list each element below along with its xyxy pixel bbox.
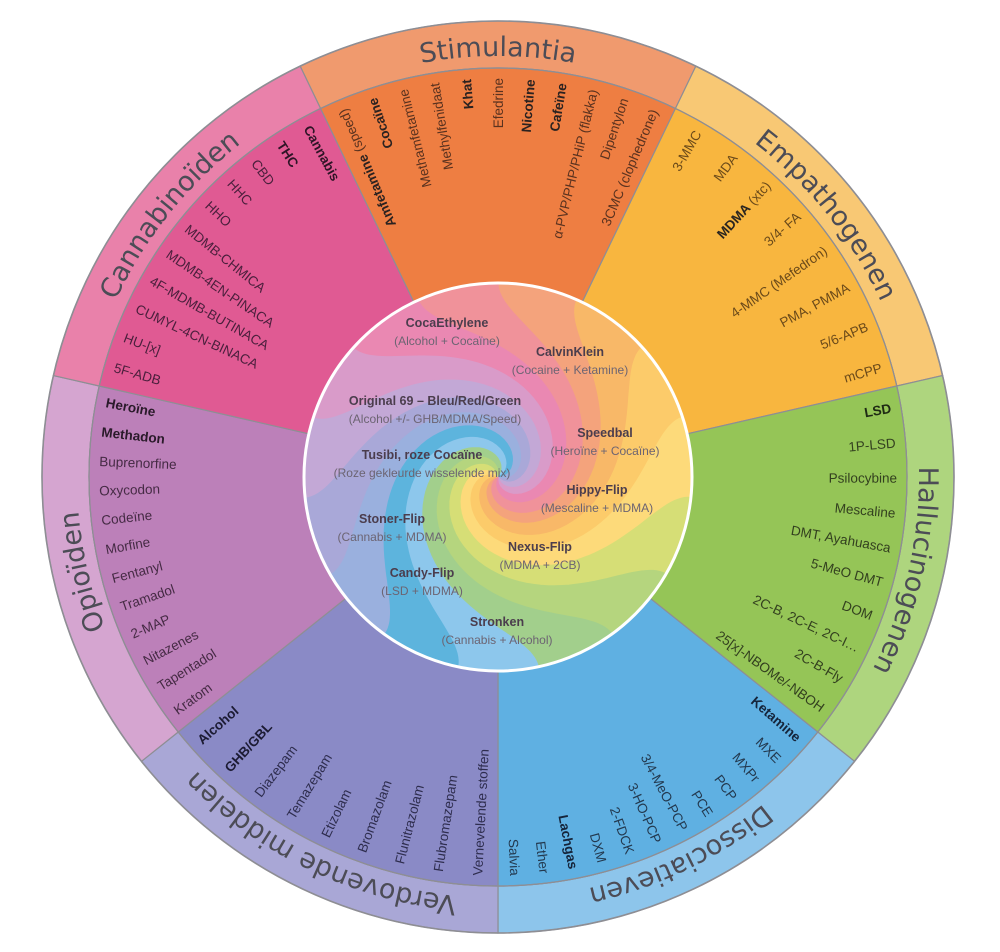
substance-item: Psilocybine [829, 470, 897, 485]
substance-item: LSD [863, 400, 892, 420]
substance-item: Khat [458, 78, 475, 110]
combination: Original 69 – Bleu/Red/Green (Alcohol +/-… [349, 394, 521, 426]
substance-item: Nicotine [518, 78, 537, 133]
substance-item: Methadon [101, 424, 166, 446]
combination-name: Stoner-Flip [359, 512, 425, 526]
inner-circle-border [302, 281, 694, 673]
combination-components: (Mescaline + MDMA) [541, 501, 653, 515]
substance-item: Ether [533, 840, 552, 874]
combination-components: (LSD + MDMA) [381, 584, 463, 598]
combination-name: Nexus-Flip [508, 540, 572, 554]
substance-name: Efedrine [491, 78, 506, 128]
combination: Stronken (Cannabis + Alcohol) [441, 615, 552, 647]
substance-name-bold: LSD [863, 400, 892, 420]
substance-item: Efedrine [491, 78, 506, 128]
substance-item: Buprenorfine [99, 453, 177, 471]
substance-item: Codeïne [101, 507, 153, 527]
substance-name: Ether [533, 840, 552, 874]
combination-components: (Roze gekleurde wisselende mix) [334, 466, 511, 480]
segment-dissociatieven: DissociatievenKetamineMXEMXPrPCPPCE3/4-M… [497, 593, 856, 934]
combination-name: CalvinKlein [536, 345, 604, 359]
combination-name: Hippy-Flip [566, 483, 627, 497]
combination-components: (Alcohol +/- GHB/MDMA/Speed) [349, 412, 521, 426]
combination-components: (Cannabis + Alcohol) [441, 633, 552, 647]
combination-components: (Heroïne + Cocaïne) [550, 444, 659, 458]
segment-hallucinogenen: HallucinogenenLSD1P-LSDPsilocybineMescal… [644, 374, 955, 763]
combination-components: (Cannabis + MDMA) [337, 530, 446, 544]
combination-name: Speedbal [577, 426, 633, 440]
combination-components: (Alcohol + Cocaïne) [394, 334, 500, 348]
combination: CocaEthylene (Alcohol + Cocaïne) [394, 316, 500, 348]
substance-name: Salvia [506, 839, 523, 877]
outer-ring [41, 20, 955, 934]
combination-name: Original 69 – Bleu/Red/Green [349, 394, 521, 408]
substance-item: Salvia [506, 839, 523, 877]
substance-name: Mescaline [834, 500, 896, 520]
substance-name: Codeïne [101, 507, 153, 527]
combination: Nexus-Flip (MDMA + 2CB) [499, 540, 580, 572]
combination: Hippy-Flip (Mescaline + MDMA) [541, 483, 653, 515]
substance-item: Oxycodon [99, 481, 160, 498]
combination: Stoner-Flip (Cannabis + MDMA) [337, 512, 446, 544]
combination-name: Stronken [470, 615, 524, 629]
substance-name: 1P-LSD [848, 435, 897, 454]
substance-name-bold: Khat [458, 78, 475, 110]
combination-components: (MDMA + 2CB) [499, 558, 580, 572]
substance-item: Mescaline [834, 500, 896, 520]
combination: Tusibi, roze Cocaïne (Roze gekleurde wiss… [334, 448, 511, 480]
band-divider-ring [88, 67, 908, 887]
combination: Candy-Flip (LSD + MDMA) [381, 566, 463, 598]
combination-name: Candy-Flip [390, 566, 455, 580]
combination: CalvinKlein (Cocaine + Ketamine) [512, 345, 628, 377]
substance-name: Psilocybine [829, 470, 897, 485]
combination: Speedbal (Heroïne + Cocaïne) [550, 426, 659, 458]
substance-name: Buprenorfine [99, 453, 177, 471]
substance-name: Vernevelende stoffen [470, 749, 492, 876]
substance-name-bold: Nicotine [518, 78, 537, 133]
substance-name-bold: Methadon [101, 424, 166, 446]
combination-swirl [304, 283, 692, 671]
substance-item: 1P-LSD [848, 435, 897, 454]
substance-name: Oxycodon [99, 481, 160, 498]
combination-name: CocaEthylene [406, 316, 489, 330]
combination-name: Tusibi, roze Cocaïne [362, 448, 483, 462]
substance-item: Vernevelende stoffen [470, 749, 492, 876]
combinations: CocaEthylene (Alcohol + Cocaïne) CalvinKle… [334, 316, 660, 647]
combination-components: (Cocaine + Ketamine) [512, 363, 628, 377]
